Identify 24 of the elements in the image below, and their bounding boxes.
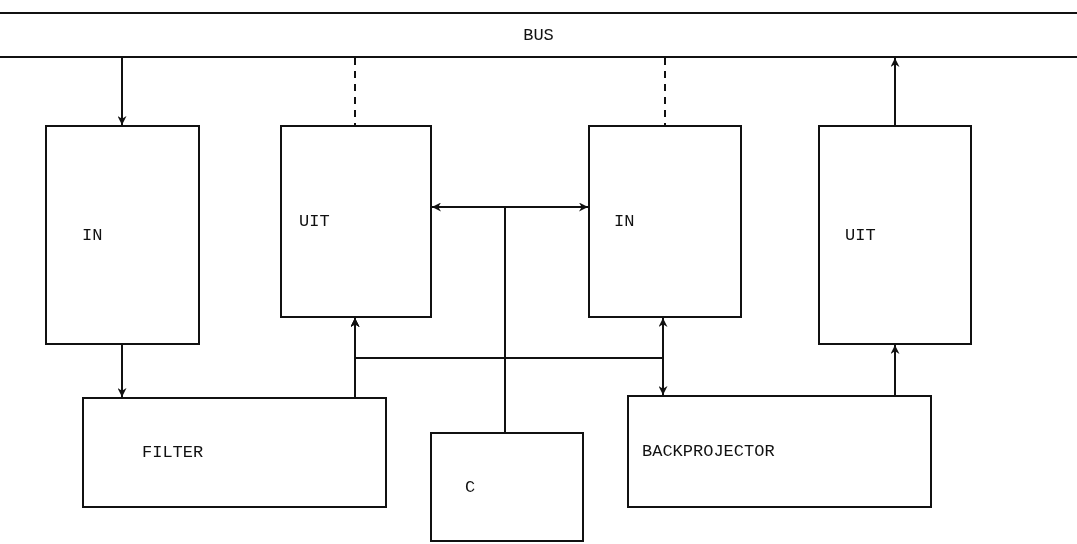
arrow: [117, 344, 127, 398]
box-label: UIT: [845, 225, 876, 245]
process-box: [818, 125, 972, 345]
box-label: BACKPROJECTOR: [642, 442, 775, 461]
connector-line: [354, 57, 356, 126]
arrow: [890, 344, 900, 396]
box-label: IN: [614, 212, 635, 231]
box-label: IN: [82, 225, 103, 245]
arrow: [350, 317, 668, 396]
process-box: [627, 395, 932, 508]
box-label: FILTER: [142, 443, 204, 462]
connector-line: [664, 57, 666, 126]
process-box: [45, 125, 200, 345]
box-label: BUS: [523, 25, 554, 45]
box-label: UIT: [299, 212, 330, 231]
bus-band: [0, 12, 1077, 58]
arrow: [504, 202, 589, 433]
arrow: [117, 57, 127, 126]
arrow: [890, 57, 900, 126]
process-box: [588, 125, 742, 318]
process-box: [82, 397, 387, 508]
box-label: C: [465, 477, 476, 497]
process-box: [280, 125, 432, 318]
process-box: [430, 432, 584, 542]
